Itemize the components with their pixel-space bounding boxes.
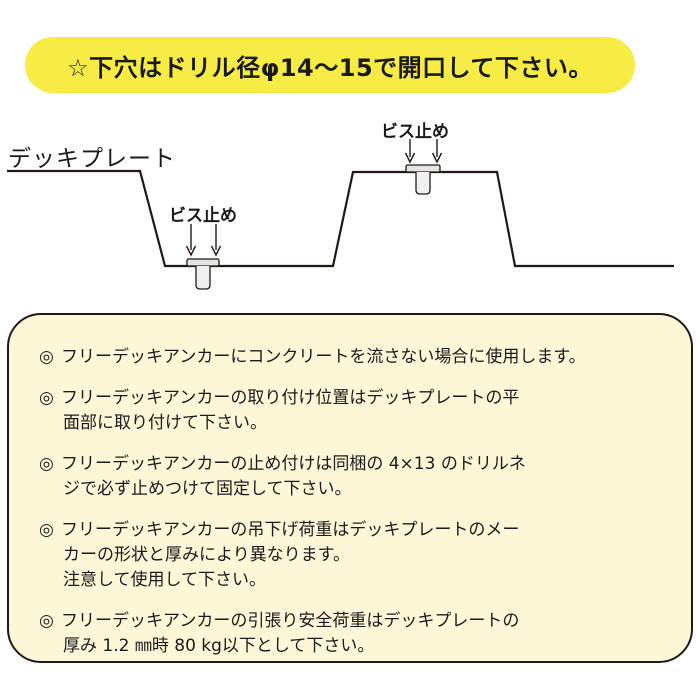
screw-arrows-left	[185, 224, 222, 257]
note-line: ジで必ず止めつけて固定して下さい。	[63, 479, 352, 499]
note-line: フリーデッキアンカーの取り付け位置はデッキプレートの平	[61, 388, 520, 408]
note-bullet-mark: ◎	[39, 520, 54, 540]
note-line: カーの形状と厚みにより異なります。	[63, 545, 350, 565]
note-line: 面部に取り付けて下さい。	[63, 413, 267, 433]
banner-text: ☆下穴はドリル径φ14〜15で開口して下さい。	[67, 53, 593, 82]
note-bullet-mark: ◎	[39, 454, 54, 474]
note-bullet-mark: ◎	[39, 611, 54, 631]
note-text: フリーデッキアンカーにコンクリートを流さない場合に使用します。	[61, 345, 669, 370]
screw-fix-label-left: ビス止め	[169, 206, 237, 226]
deck-plate-diagram: デッキプレート ビス止め ビス止め	[0, 100, 700, 300]
note-line: フリーデッキアンカーの吊下げ荷重はデッキプレートのメー	[61, 520, 520, 540]
note-line: 注意して使用して下さい。	[63, 570, 266, 590]
usage-notes-list: ◎ フリーデッキアンカーにコンクリートを流さない場合に使用します。 ◎ フリーデッキア…	[39, 345, 669, 659]
note-bullet-mark: ◎	[39, 347, 54, 367]
deck-plate-outline	[7, 169, 674, 268]
anchor-right	[405, 164, 441, 195]
note-text: フリーデッキアンカーの取り付け位置はデッキプレートの平面部に取り付けて下さい。	[61, 386, 669, 436]
note-line: フリーデッキアンカーの止め付けは同梱の 4×13 のドリルネ	[61, 454, 526, 474]
note-text: フリーデッキアンカーの吊下げ荷重はデッキプレートのメーカーの形状と厚みにより異な…	[61, 518, 669, 593]
note-line: フリーデッキアンカーにコンクリートを流さない場合に使用します。	[61, 347, 586, 367]
note-item: ◎ フリーデッキアンカーの取り付け位置はデッキプレートの平面部に取り付けて下さい。	[39, 386, 669, 436]
note-text: フリーデッキアンカーの止め付けは同梱の 4×13 のドリルネジで必ず止めつけて固…	[61, 452, 669, 502]
deck-plate-label: デッキプレート	[8, 146, 176, 172]
screw-fix-label-right: ビス止め	[381, 122, 449, 142]
anchor-left	[186, 258, 220, 290]
screw-arrows-right	[404, 139, 443, 164]
note-bullet-mark: ◎	[39, 388, 54, 408]
usage-notes-box: ◎ フリーデッキアンカーにコンクリートを流さない場合に使用します。 ◎ フリーデッキア…	[7, 313, 693, 663]
deck-plate-profile	[7, 139, 674, 290]
note-item: ◎ フリーデッキアンカーの止め付けは同梱の 4×13 のドリルネジで必ず止めつけて…	[39, 452, 669, 502]
note-item: ◎ フリーデッキアンカーの吊下げ荷重はデッキプレートのメーカーの形状と厚みにより異…	[39, 518, 669, 593]
note-text: フリーデッキアンカーの引張り安全荷重はデッキプレートの厚み 1.2 ㎜時 80 …	[61, 609, 669, 659]
note-line: 厚み 1.2 ㎜時 80 kg以下として下さい。	[63, 636, 375, 656]
note-item: ◎ フリーデッキアンカーにコンクリートを流さない場合に使用します。	[39, 345, 669, 370]
note-item: ◎ フリーデッキアンカーの引張り安全荷重はデッキプレートの厚み 1.2 ㎜時 80…	[39, 609, 669, 659]
instruction-banner: ☆下穴はドリル径φ14〜15で開口して下さい。	[25, 37, 635, 93]
note-line: フリーデッキアンカーの引張り安全荷重はデッキプレートの	[61, 611, 520, 631]
